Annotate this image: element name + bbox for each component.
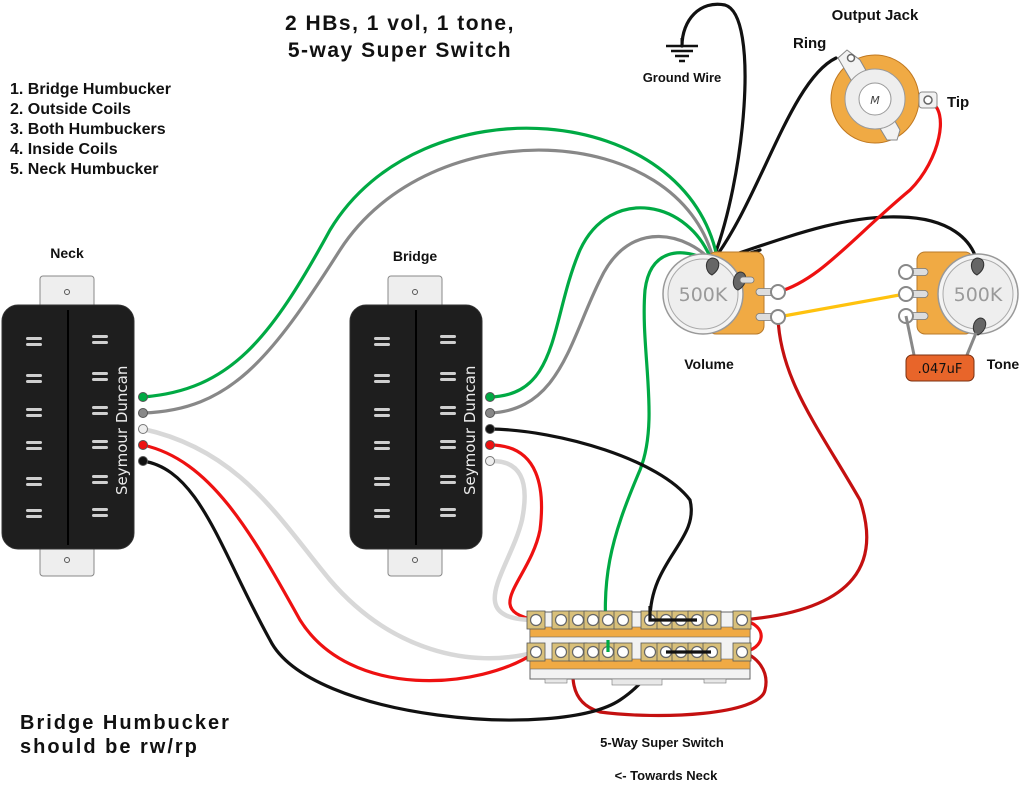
bridge-pickup-label: Bridge <box>393 248 438 264</box>
wires <box>140 2 979 722</box>
ground-wire <box>680 2 747 264</box>
neck-lead-terminals <box>138 392 148 466</box>
switch-label: 5-Way Super Switch <box>600 735 724 750</box>
output-jack: M <box>830 49 938 144</box>
neck-pickup-label: Neck <box>50 245 84 261</box>
tone-pot-label: Tone <box>987 356 1020 372</box>
output-jack-label: Output Jack <box>832 7 919 24</box>
switch-position-legend: 1. Bridge Humbucker 2. Outside Coils 3. … <box>10 81 171 178</box>
wire-bridge-red <box>488 443 544 622</box>
diagram-title-line1: 2 HBs, 1 vol, 1 tone, <box>285 12 515 35</box>
jack-tip-lug <box>923 95 933 105</box>
note-line1: Bridge Humbucker <box>20 712 231 734</box>
jack-ring-lug <box>846 53 856 63</box>
diagram-title-line2: 5-way Super Switch <box>288 39 512 62</box>
wire-yellow-vol-to-tone <box>776 292 907 319</box>
jack-center-mark: M <box>870 94 880 107</box>
volume-pot-label: Volume <box>684 356 734 372</box>
wire-black-vol-to-ring <box>710 56 838 264</box>
tone-pot-value: 500K <box>954 284 1003 306</box>
wire-black-vol-to-tone <box>710 215 979 264</box>
five-way-super-switch <box>526 606 752 686</box>
bridge-pickup: Bridge Seymour Duncan <box>349 248 495 577</box>
jack-ring-label: Ring <box>793 35 826 52</box>
neck-brand-logo: Seymour Duncan <box>113 366 131 495</box>
tone-pot: 500K Tone <box>898 251 1020 372</box>
wire-bridge-black <box>488 427 693 622</box>
jack-tip-label: Tip <box>947 94 969 111</box>
note-line2: should be rw/rp <box>20 736 199 758</box>
wire-bridge-green <box>488 206 714 399</box>
legend-item: 4. Inside Coils <box>10 141 118 158</box>
wire-neck-green <box>141 126 720 399</box>
legend-item: 3. Both Humbuckers <box>10 121 166 138</box>
legend-item: 1. Bridge Humbucker <box>10 81 171 98</box>
wire-red-tip-to-vol <box>776 100 942 294</box>
wire-green-vol-to-switch <box>603 251 714 654</box>
switch-direction-note: <- Towards Neck <box>615 768 718 783</box>
volume-pot-value: 500K <box>679 284 728 306</box>
bridge-brand-logo: Seymour Duncan <box>461 366 479 495</box>
wire-neck-black <box>141 459 658 722</box>
wire-neck-red <box>141 443 538 683</box>
wire-neck-white <box>140 426 539 661</box>
wire-bridge-gray <box>488 234 714 415</box>
legend-item: 5. Neck Humbucker <box>10 161 159 178</box>
wire-darkred-vol-to-switch <box>740 315 869 622</box>
ground-wire-label: Ground Wire <box>643 70 722 85</box>
legend-item: 2. Outside Coils <box>10 101 131 118</box>
ground-symbol-icon <box>666 38 698 63</box>
neck-pickup: Neck Seymour Duncan <box>1 245 148 577</box>
wire-neck-gray <box>141 148 716 415</box>
tone-capacitor: .047uF <box>905 354 975 382</box>
capacitor-value: .047uF <box>918 362 963 377</box>
bridge-lead-terminals <box>485 392 495 466</box>
wire-bridge-white <box>487 458 539 623</box>
volume-pot: 500K Volume <box>662 251 786 372</box>
